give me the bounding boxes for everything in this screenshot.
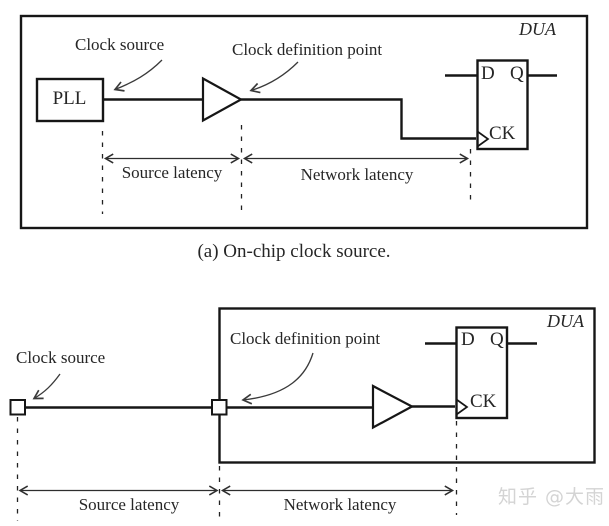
clock-source-pointer-arrow-a <box>113 59 163 92</box>
dua-label-a: DUA <box>519 19 556 39</box>
network-latency-label-b: Network latency <box>283 495 397 514</box>
ck-edge-mark-a <box>477 130 490 148</box>
definition-point-pointer-arrow-b <box>241 352 314 405</box>
dua-boundary-a <box>19 14 589 230</box>
diagram-a <box>19 14 589 230</box>
ff-d-pin-label-b: D <box>461 329 475 350</box>
clock-source-label-a: Clock source <box>75 35 165 54</box>
ff-q-pin-label-a: Q <box>510 63 524 84</box>
ff-ck-pin-label-a: CK <box>489 123 516 144</box>
clock-definition-pin-b <box>211 399 228 416</box>
diagram-b <box>9 307 596 521</box>
definition-point-pointer-arrow-a <box>249 61 299 94</box>
clock-source-label-b: Clock source <box>16 348 106 367</box>
source-latency-label-a: Source latency <box>121 163 223 182</box>
clock-source-pointer-arrow-b <box>32 373 61 400</box>
ff-ck-pin-label-b: CK <box>470 391 497 412</box>
wire-buffer-to-ff-a <box>241 98 476 140</box>
dua-label-b: DUA <box>547 311 584 331</box>
ff-q-pin-label-b: Q <box>490 329 504 350</box>
zhihu-watermark: 知乎 @大雨 <box>498 486 606 508</box>
clock-source-pin-b <box>9 399 26 416</box>
clock-definition-label-b: Clock definition point <box>230 329 381 348</box>
pll-label: PLL <box>52 88 87 109</box>
buffer-b <box>371 384 415 430</box>
ff-d-pin-label-a: D <box>481 63 495 84</box>
network-latency-label-a: Network latency <box>300 165 414 184</box>
caption-a: (a) On-chip clock source. <box>197 241 391 262</box>
clock-definition-label-a: Clock definition point <box>232 40 383 59</box>
buffer-a <box>201 76 244 123</box>
source-latency-label-b: Source latency <box>78 495 180 514</box>
flipflop-box-b <box>455 326 509 420</box>
dua-boundary-b <box>218 307 596 464</box>
ck-edge-mark-b <box>456 398 469 416</box>
flipflop-box-a <box>476 59 529 151</box>
pll-box <box>35 77 105 123</box>
